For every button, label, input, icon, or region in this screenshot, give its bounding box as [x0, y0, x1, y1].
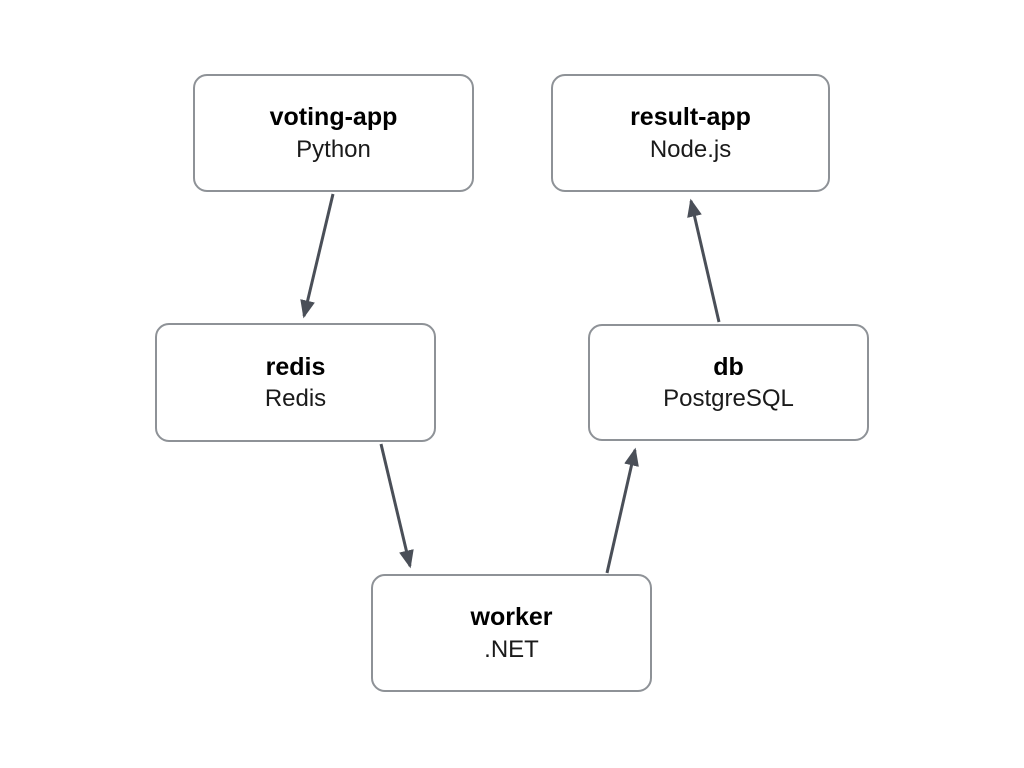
node-redis-tech: Redis — [264, 385, 327, 413]
node-redis: redis Redis — [155, 323, 436, 442]
edge-worker-to-db — [605, 447, 639, 574]
node-redis-title: redis — [265, 352, 326, 381]
node-voting-app-title: voting-app — [269, 103, 398, 132]
node-voting-app: voting-app Python — [193, 74, 474, 192]
node-db-title: db — [713, 352, 744, 381]
node-worker-tech: .NET — [484, 635, 539, 663]
node-db-tech: PostgreSQL — [663, 385, 794, 413]
node-db: db PostgreSQL — [588, 324, 869, 441]
node-result-app: result-app Node.js — [551, 74, 830, 192]
node-voting-app-tech: Python — [296, 135, 371, 163]
edge-db-to-result-app — [687, 198, 721, 323]
edge-voting-app-to-redis — [300, 193, 335, 319]
node-worker: worker .NET — [371, 574, 652, 692]
node-result-app-tech: Node.js — [649, 135, 732, 163]
node-worker-title: worker — [470, 603, 553, 632]
node-result-app-title: result-app — [630, 103, 751, 132]
edge-redis-to-worker — [379, 443, 414, 569]
